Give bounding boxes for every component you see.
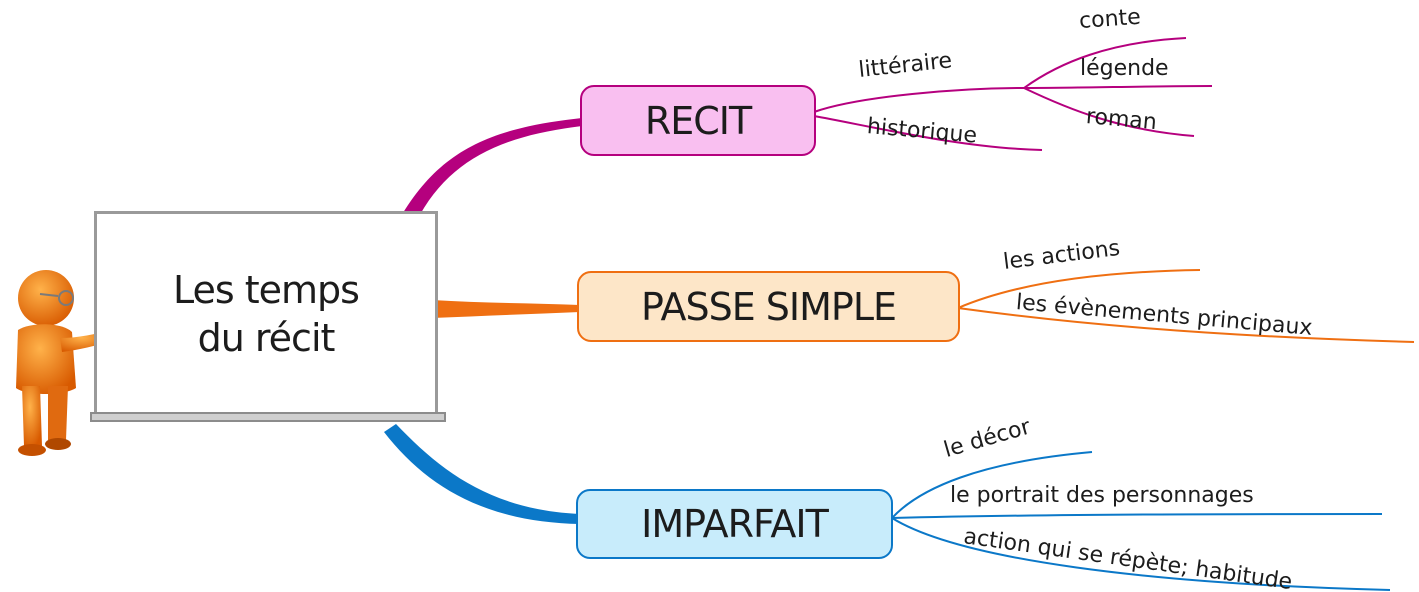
le-portrait-line [891, 513, 1383, 519]
les-actions-line [957, 269, 1201, 309]
action-repete-line [891, 517, 1391, 591]
central-topic-board[interactable]: Les temps du récit [94, 211, 438, 416]
leaf-conte[interactable]: conte [1078, 4, 1142, 34]
recit-main-branch [400, 118, 582, 222]
node-imparfait[interactable]: IMPARFAIT [576, 489, 893, 559]
node-passe-simple[interactable]: PASSE SIMPLE [577, 271, 960, 342]
legende-line [1023, 85, 1213, 89]
node-recit[interactable]: RECIT [580, 85, 816, 156]
roman-line [1023, 87, 1195, 137]
central-topic-line2: du récit [197, 315, 336, 360]
les-evenements-line [957, 307, 1415, 343]
historique-line [813, 115, 1043, 151]
central-topic-line1: Les temps [173, 267, 360, 312]
imparfait-main-branch [384, 424, 580, 524]
le-decor-line [891, 451, 1093, 519]
conte-line [1023, 37, 1187, 89]
litteraire-line [813, 87, 1025, 113]
presenter-figure-icon [16, 270, 126, 456]
passe-main-branch [432, 300, 580, 318]
leaf-le-portrait[interactable]: le portrait des personnages [950, 483, 1254, 508]
board-tray [90, 412, 446, 422]
leaf-legende[interactable]: légende [1080, 56, 1169, 81]
